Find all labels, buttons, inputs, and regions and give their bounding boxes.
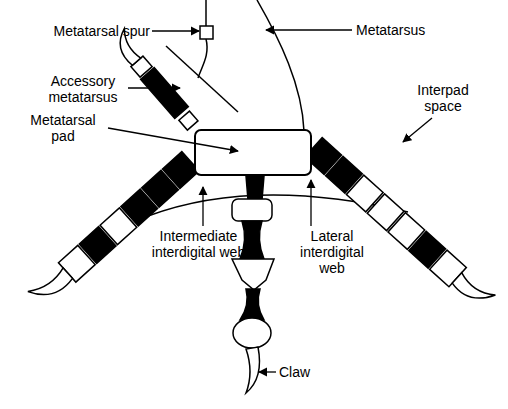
spur-line [205, 0, 207, 26]
toe [232, 176, 274, 393]
accessory-digit [108, 29, 201, 132]
part-label: Interpad space [404, 82, 482, 114]
leader-lines [108, 30, 432, 372]
part-label: Lateral interdigital web [286, 228, 378, 276]
metatarsal-pad [195, 130, 311, 175]
metatarsal-spur [200, 26, 213, 39]
part-label: Metatarsal pad [18, 112, 108, 144]
part-label: Metatarsus [356, 22, 466, 38]
toe [305, 138, 496, 314]
part-label: Intermediate interdigital web [146, 228, 251, 260]
part-label: Accessory metatarsus [38, 73, 128, 105]
spur-line [198, 39, 207, 78]
part-label: Claw [279, 364, 339, 380]
metatarsus-outline [257, 0, 304, 131]
part-label: Metatarsal spur [40, 23, 150, 39]
